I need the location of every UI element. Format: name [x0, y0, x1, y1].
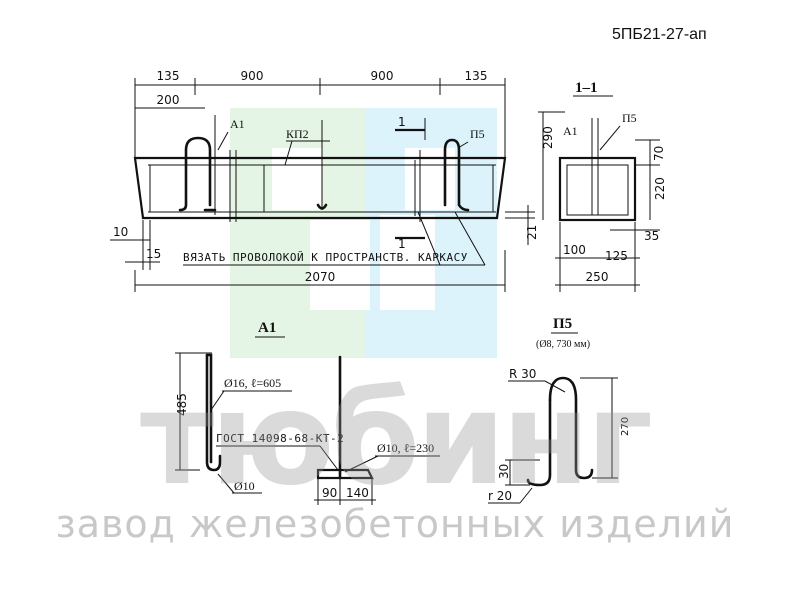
a1-detail: А1 485 Ø16, ℓ=605 Ø10 ГОСТ 14098-68-КТ-2… [175, 320, 440, 505]
dim-135-right: 135 [465, 69, 488, 83]
dim-900-left: 900 [241, 69, 264, 83]
watermark-logo [230, 108, 497, 358]
a1-spec-hook: Ø10 [234, 479, 255, 493]
section-label-p5: П5 [622, 111, 637, 125]
section-1-1: 1–1 А1 П5 290 70 220 35 100 125 [538, 80, 667, 292]
dim-15: 15 [146, 247, 161, 261]
dim-270: 270 [620, 417, 631, 436]
section-label-a1: А1 [563, 124, 578, 138]
dim-135-left: 135 [157, 69, 180, 83]
p5-radius-20: r 20 [488, 489, 512, 503]
p5-title: П5 [553, 316, 572, 332]
p5-detail: П5 (Ø8, 730 мм) R 30 270 30 r 20 [488, 316, 631, 504]
dim-200: 200 [157, 93, 180, 107]
label-kp2: КП2 [286, 127, 309, 141]
a1-gost: ГОСТ 14098-68-КТ-2 [216, 432, 344, 445]
watermark-company-text: завод железобетонных изделий [55, 502, 735, 546]
a1-title: А1 [258, 320, 276, 336]
dim-2070: 2070 [305, 270, 336, 284]
p5-radius-30: R 30 [509, 367, 536, 381]
elevation-view: 135 900 900 135 200 А1 [110, 69, 539, 292]
dim-10: 10 [113, 225, 128, 239]
dim-485: 485 [175, 393, 189, 416]
label-a1: А1 [230, 117, 245, 131]
dim-90: 90 [322, 486, 337, 500]
cut-mark-top: 1 [398, 115, 406, 129]
assembly-note: ВЯЗАТЬ ПРОВОЛОКОЙ К ПРОСТРАНСТВ. КАРКАСУ [183, 251, 468, 264]
dim-900-right: 900 [371, 69, 394, 83]
section-title: 1–1 [575, 80, 598, 96]
dim-35: 35 [644, 229, 659, 243]
dim-220: 220 [653, 177, 667, 200]
dim-21: 21 [525, 225, 539, 240]
a1-spec-bar: Ø16, ℓ=605 [224, 376, 281, 390]
dim-250: 250 [586, 270, 609, 284]
dim-100: 100 [563, 243, 586, 257]
a1-spec-plate: Ø10, ℓ=230 [377, 441, 434, 455]
label-p5: П5 [470, 127, 485, 141]
dim-125: 125 [605, 249, 628, 263]
cut-mark-bottom: 1 [398, 237, 406, 251]
dim-30: 30 [497, 464, 511, 479]
dim-140: 140 [346, 486, 369, 500]
dim-290: 290 [541, 126, 555, 149]
dim-70: 70 [652, 146, 666, 161]
product-code: 5ПБ21-27-ап [612, 26, 707, 43]
watermark-brand: тюбинг [140, 365, 653, 514]
p5-subtitle: (Ø8, 730 мм) [536, 339, 590, 350]
